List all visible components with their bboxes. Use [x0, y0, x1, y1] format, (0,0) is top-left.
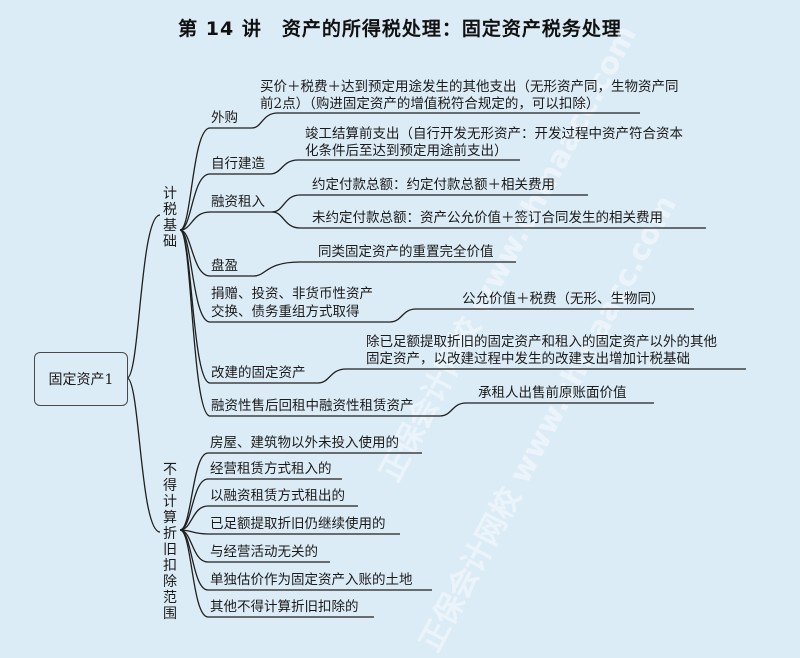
branch-label-no-depreciation: 不得计算折旧扣除范围 [163, 462, 177, 622]
detail-gaijian-line1: 除已足额提取折旧的固定资产和租入的固定资产以外的其他 [366, 334, 717, 350]
detail-waigou-line1: 买价＋税费＋达到预定用途发生的其他支出（无形资产同，生物资产同 [260, 79, 679, 95]
connector-panying-detail [253, 261, 516, 277]
node-juanzeng-line2: 交换、债务重组方式取得 [211, 304, 360, 320]
node-shouhou: 融资性售后回租中融资性租赁资产 [211, 398, 414, 414]
page-title: 第 14 讲 资产的所得税处理：固定资产税务处理 [178, 18, 622, 40]
item-no-depr-4: 已足额提取折旧仍继续使用的 [210, 516, 386, 532]
detail-waigou-line2: 前2点）（购进固定资产的增值税符合规定的，可以扣除） [260, 96, 600, 112]
mindmap-canvas: 第 14 讲 资产的所得税处理：固定资产税务处理 正保会计网校 www.chin… [34, 18, 746, 658]
node-juanzeng-line1: 捐赠、投资、非货币性资产 [211, 286, 373, 302]
item-no-depr-7: 其他不得计算折旧扣除的 [210, 599, 359, 615]
connector-lines [126, 112, 746, 618]
item-no-depr-1: 房屋、建筑物以外未投入使用的 [210, 435, 399, 451]
branch-label-tax-basis: 计税基础 [163, 186, 177, 250]
item-no-depr-5: 与经营活动无关的 [210, 544, 318, 560]
node-gaijian: 改建的固定资产 [211, 365, 306, 381]
connector-shouhou-detail [439, 402, 654, 417]
item-no-depr-3: 以融资租赁方式租出的 [210, 488, 345, 504]
root-label: 固定资产1 [48, 372, 114, 388]
connector-b2-item2 [179, 478, 342, 531]
connector-b1-panying [179, 229, 254, 277]
connector-rongzi-d2 [271, 211, 706, 229]
item-no-depr-2: 经营租赁方式租入的 [210, 461, 332, 477]
detail-shouhou: 承租人出售前原账面价值 [478, 385, 627, 401]
connector-b2-item1 [179, 452, 422, 531]
item-no-depr-6: 单独估价作为固定资产入账的土地 [210, 572, 413, 588]
connector-b1-zixing [179, 173, 270, 231]
detail-panying: 同类固定资产的重置完全价值 [318, 244, 494, 260]
detail-zixing-line2: 化条件后至达到预定用途前支出） [305, 143, 508, 159]
connector-waigou-detail [251, 112, 640, 129]
connector-rongzi-d1 [271, 194, 588, 213]
connector-root-branch2 [126, 377, 161, 533]
connector-zixing-detail [269, 159, 520, 175]
node-rongzi: 融资租入 [211, 194, 265, 210]
connector-root-branch1 [126, 214, 161, 379]
root-node: 固定资产1 [34, 352, 128, 406]
connector-gaijian-detail [317, 368, 746, 384]
connector-b2-item7 [179, 529, 374, 618]
connector-b1-rongzi [179, 211, 272, 231]
connector-b1-shouhou [179, 229, 440, 417]
node-panying: 盘盈 [211, 258, 238, 274]
detail-zixing-line1: 竣工结算前支出（自行开发无形资产：开发过程中资产符合资本 [305, 126, 683, 142]
connector-b1-waigou [179, 127, 252, 231]
detail-rongzi-line2: 未约定付款总额：资产公允价值＋签订合同发生的相关费用 [312, 210, 663, 226]
detail-gaijian-line2: 固定资产，以改建过程中发生的改建支出增加计税基础 [366, 351, 690, 367]
connector-b2-item4 [179, 529, 400, 535]
connector-b1-juanzeng [179, 229, 390, 323]
node-waigou: 外购 [211, 110, 238, 126]
detail-juanzeng: 公允价值＋税费（无形、生物同） [462, 291, 665, 307]
connector-juanzeng-detail [389, 308, 694, 323]
detail-rongzi-line1: 约定付款总额：约定付款总额＋相关费用 [312, 177, 555, 193]
node-zixing: 自行建造 [211, 156, 265, 172]
connector-b2-item3 [179, 505, 358, 531]
